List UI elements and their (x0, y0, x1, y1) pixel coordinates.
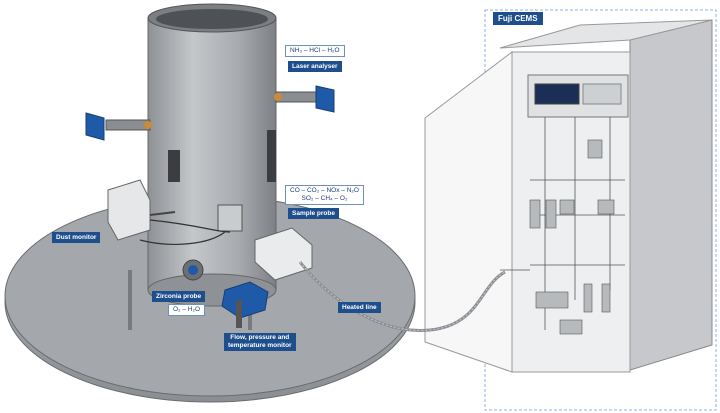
analyser-display (534, 83, 580, 105)
sample-probe-device (217, 204, 313, 281)
laser-analyser-right (274, 85, 335, 113)
heated-line-pattern (299, 261, 506, 331)
cabinet-top (499, 19, 713, 49)
stack-opening (156, 9, 268, 29)
cables (139, 219, 231, 245)
dust-monitor-device (107, 179, 176, 241)
sample-probe-label: Sample probe (288, 208, 339, 219)
flow-monitor-line2: temperature monitor (228, 342, 292, 349)
zirconia-probe-device (182, 259, 204, 281)
cabinet-side (629, 19, 713, 371)
sample-formula: CO – CO₂ – NOx – N₂O SO₂ – CH₄ – O₂ (285, 185, 364, 205)
heated-line-label: Heated line (338, 302, 381, 313)
schematic-components (529, 139, 615, 335)
fuji-cems-title: Fuji CEMS (493, 12, 543, 25)
zirconia-probe-label: Zirconia probe (152, 291, 206, 302)
stack-ports (168, 130, 276, 182)
flow-monitor-line1: Flow, pressure and (230, 334, 290, 341)
flow-monitor-device (221, 281, 269, 328)
dust-monitor-label: Dust monitor (52, 232, 101, 243)
zirconia-formula: O₂ – H₂O (168, 304, 206, 316)
flow-monitor-label: Flow, pressure and temperature monitor (224, 333, 296, 351)
laser-formula: NH₃ – HCl – H₂O (285, 45, 345, 57)
laser-analyser-left (85, 112, 152, 141)
cabinet-door (424, 50, 513, 373)
sample-formula-line2: SO₂ – CH₄ – O₂ (301, 195, 348, 202)
sample-formula-line1: CO – CO₂ – NOx – N₂O (290, 187, 359, 194)
laser-analyser-label: Laser analyser (288, 61, 342, 72)
analyser-keypad (582, 83, 622, 105)
